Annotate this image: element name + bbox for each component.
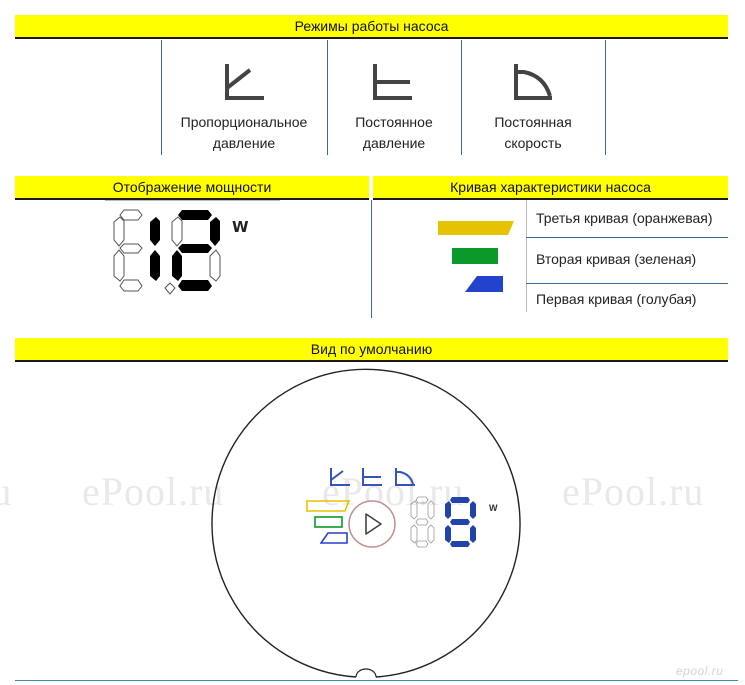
mode-button[interactable] xyxy=(347,499,397,549)
modes-divider xyxy=(327,40,328,155)
default-power-unit: W xyxy=(489,503,498,513)
constant-pressure-icon xyxy=(362,468,382,486)
third-curve-label: Третья кривая (оранжевая) xyxy=(536,210,713,226)
modes-header: Режимы работы насоса xyxy=(15,15,728,39)
first-curve-label: Первая кривая (голубая) xyxy=(536,291,697,307)
default-view-header: Вид по умолчанию xyxy=(15,338,728,362)
constant-speed-icon xyxy=(514,64,552,100)
modes-divider xyxy=(461,40,462,155)
watermark: ePool.ru xyxy=(322,469,465,514)
modes-divider xyxy=(605,40,606,155)
watermark: ePool.ru xyxy=(0,469,13,514)
power-top-line xyxy=(105,200,280,201)
curve-row-line xyxy=(526,237,728,238)
modes-divider xyxy=(161,40,162,155)
power-title: Отображение мощности xyxy=(112,179,272,195)
modes-title: Режимы работы насоса xyxy=(294,18,449,34)
constant-pressure-icon xyxy=(373,64,412,100)
pump-control-panel xyxy=(211,368,521,678)
first-curve-indicator xyxy=(320,532,348,544)
third-curve-indicator xyxy=(306,500,350,512)
bottom-rule xyxy=(15,680,738,681)
third-curve-bar xyxy=(438,221,514,235)
default-view-title: Вид по умолчанию xyxy=(310,341,433,357)
second-curve-bar xyxy=(452,248,498,264)
curve-row-line xyxy=(526,283,728,284)
curve-list-divider xyxy=(526,200,527,312)
proportional-pressure-icon xyxy=(330,468,350,486)
first-curve-bar xyxy=(465,276,503,292)
corner-logo: epool.ru xyxy=(676,664,724,678)
watermark: ePool.ru xyxy=(562,469,705,514)
second-curve-label: Вторая кривая (зеленая) xyxy=(536,251,697,267)
constant-speed-icon xyxy=(395,468,415,486)
power-seven-segment-display xyxy=(113,209,221,295)
default-seven-segment-display xyxy=(410,496,476,548)
watermark: ePool.ru xyxy=(82,469,225,514)
second-curve-indicator xyxy=(314,516,343,528)
section-divider xyxy=(371,200,372,318)
power-header: Отображение мощности xyxy=(15,176,369,200)
power-unit: W xyxy=(232,218,249,236)
curves-header: Кривая характеристики насоса xyxy=(373,176,728,200)
proportional-pressure-icon xyxy=(225,64,264,100)
curves-title: Кривая характеристики насоса xyxy=(450,179,651,195)
